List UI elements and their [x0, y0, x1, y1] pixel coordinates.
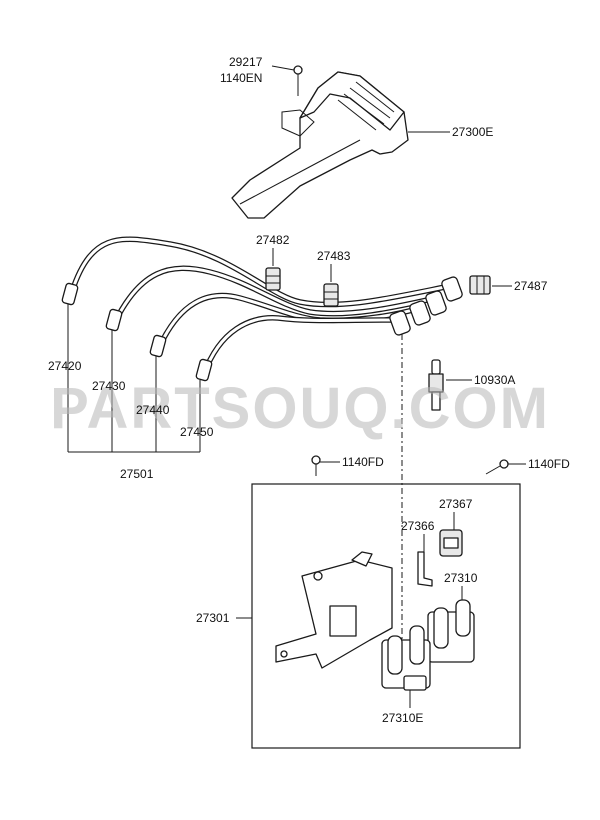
label-27483: 27483	[317, 249, 351, 263]
label-27430: 27430	[92, 379, 126, 393]
connector-clip-27366[interactable]	[417, 551, 433, 587]
bolt-1140fd-left-icon	[311, 455, 321, 476]
ignition-coil-assembly-frame	[251, 483, 521, 749]
coil-mounting-bracket[interactable]	[275, 551, 393, 669]
label-27440: 27440	[136, 403, 170, 417]
watermark: PARTSOUQ.COM	[50, 376, 550, 441]
label-27300e: 27300E	[452, 125, 493, 139]
label-29217: 29217	[229, 55, 263, 69]
ignition-coil-27310[interactable]	[427, 599, 475, 663]
label-1140fd-left: 1140FD	[342, 455, 384, 469]
cable-clip-27483[interactable]	[323, 283, 339, 307]
spark-plug[interactable]	[428, 359, 444, 411]
label-1140en: 1140EN	[220, 71, 262, 85]
bolt-1140fd-right-icon	[485, 459, 509, 475]
ignition-cable-set[interactable]	[61, 236, 464, 382]
connector-27367[interactable]	[439, 529, 463, 557]
label-27301: 27301	[196, 611, 230, 625]
label-27501: 27501	[120, 467, 154, 481]
label-10930a: 10930A	[474, 373, 515, 387]
cable-clip-27482[interactable]	[265, 267, 281, 291]
label-27367: 27367	[439, 497, 473, 511]
cable-clip-27487[interactable]	[469, 275, 491, 295]
cover-bolt-icon	[293, 65, 303, 96]
label-27310e: 27310E	[382, 711, 423, 725]
label-1140fd-right: 1140FD	[528, 457, 570, 471]
label-27487: 27487	[514, 279, 548, 293]
ignition-coil-27310e[interactable]	[381, 625, 431, 691]
label-27482: 27482	[256, 233, 290, 247]
ignition-coil-cover[interactable]	[231, 71, 409, 219]
label-27310: 27310	[444, 571, 478, 585]
label-27420: 27420	[48, 359, 82, 373]
label-27366: 27366	[401, 519, 435, 533]
label-27450: 27450	[180, 425, 214, 439]
